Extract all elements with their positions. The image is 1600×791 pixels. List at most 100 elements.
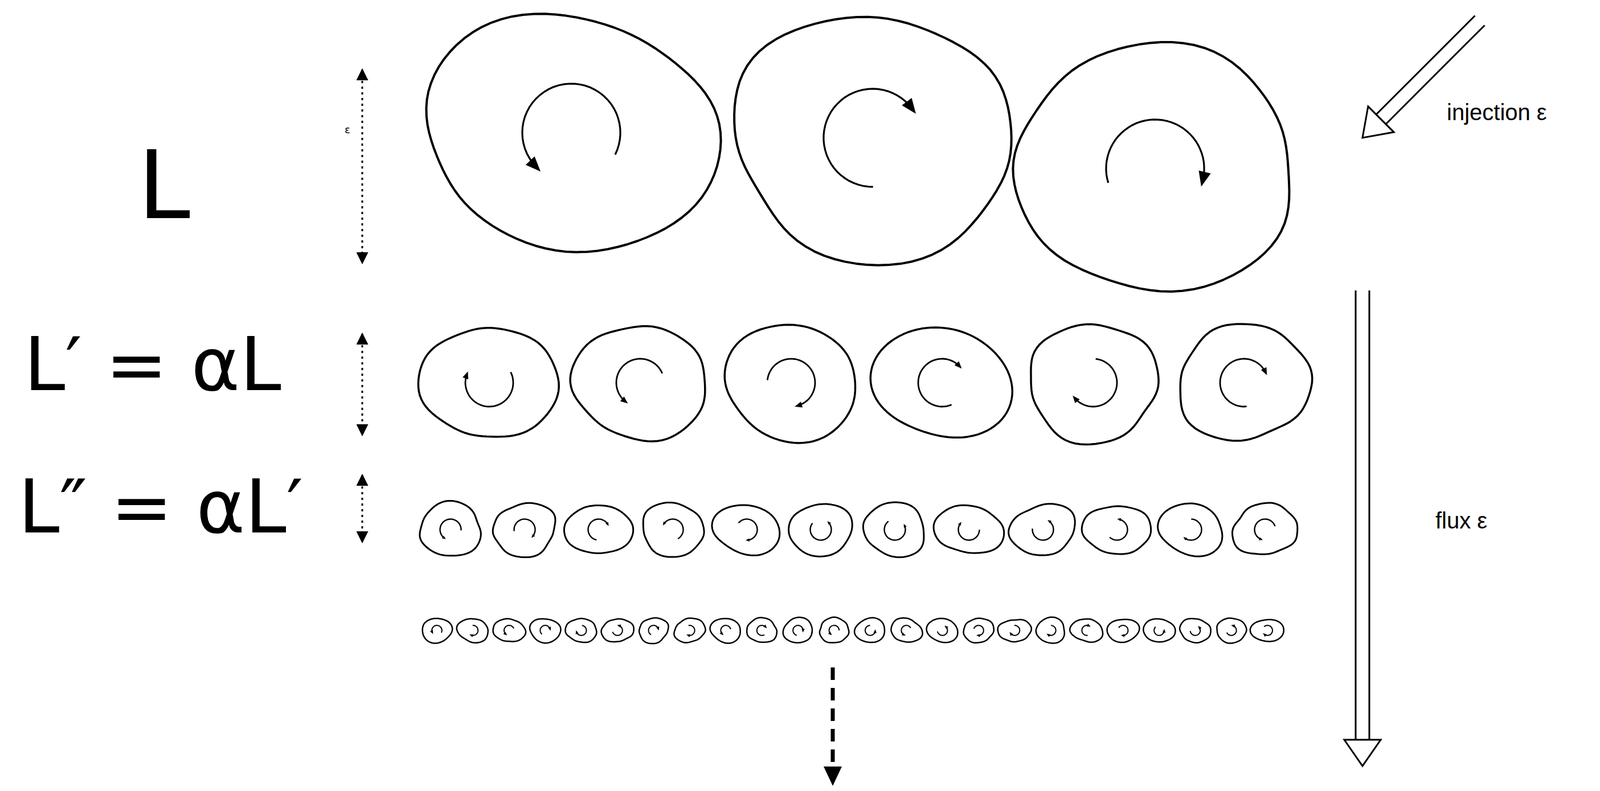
swirl-arrow-head	[1199, 170, 1211, 187]
swirl-arrow	[884, 521, 906, 540]
eddy-outline	[1107, 619, 1140, 643]
swirl-arrow-head	[976, 633, 981, 637]
eddy-outline	[854, 618, 885, 643]
eddy-outline	[563, 505, 633, 554]
swirl-arrow	[1106, 119, 1205, 183]
swirl-arrow-head	[1072, 395, 1080, 404]
eddy-outline	[418, 328, 559, 437]
eddy-outline	[1250, 619, 1284, 642]
eddy-outline	[711, 505, 780, 556]
flux-arrow	[1368, 290, 1371, 740]
eddy-outline	[997, 619, 1032, 642]
eddy-outline	[783, 617, 813, 644]
eddy-outline	[963, 618, 994, 644]
side-note: injection ε	[1446, 100, 1548, 124]
swirl-arrow-head	[547, 627, 551, 632]
swirl-arrow	[648, 625, 659, 635]
eddy-outline	[1036, 617, 1065, 644]
eddy-outline	[862, 502, 924, 558]
eddy-outline	[456, 619, 489, 644]
swirl-arrow-head	[1009, 632, 1013, 637]
swirl-arrow	[918, 358, 960, 407]
eddy-outline	[1008, 504, 1076, 556]
swirl-arrow-head	[503, 631, 508, 636]
eddy-outline	[788, 504, 853, 557]
swirl-arrow	[823, 88, 912, 187]
eddy-outline	[673, 618, 706, 644]
eddy-outline	[570, 326, 706, 442]
swirl-arrow	[471, 625, 478, 636]
stray-mark: ε	[344, 124, 351, 135]
swirl-arrow-head	[616, 624, 621, 628]
swirl-arrow-head	[794, 401, 803, 408]
swirl-arrow-head	[944, 625, 949, 629]
swirl-arrow-head	[442, 535, 446, 540]
eddy-outline	[710, 618, 741, 644]
swirl-arrow-head	[828, 631, 833, 636]
eddy-outline	[819, 617, 850, 644]
eddy-outline	[639, 618, 669, 644]
scale-equation: L″ = αL′	[18, 469, 304, 544]
flux-arrow	[1355, 290, 1357, 740]
injection-arrow	[1376, 15, 1475, 115]
eddy-outline	[601, 619, 634, 642]
eddy-outline	[492, 502, 556, 558]
eddy-outline	[1232, 502, 1298, 555]
swirl-arrow-head	[525, 156, 541, 172]
swirl-arrow-head	[954, 361, 963, 369]
swirl-arrow-head	[1046, 633, 1051, 638]
eddy-outline	[1081, 506, 1151, 555]
injection-arrow-head	[1362, 106, 1394, 138]
swirl-arrow	[865, 625, 876, 636]
eddy-outline	[1180, 324, 1313, 441]
swirl-arrow	[1154, 627, 1165, 636]
eddy-outline	[643, 502, 705, 558]
scale-arrow	[361, 69, 364, 264]
swirl-arrow-head	[801, 628, 805, 633]
eddy-outline	[419, 500, 481, 556]
swirl-arrow	[1109, 519, 1128, 541]
eddy-outline	[1179, 618, 1211, 643]
swirl-arrow-head	[1230, 624, 1235, 628]
eddy-outline	[422, 618, 453, 644]
swirl-arrow-head	[873, 629, 877, 634]
swirl-arrow	[1220, 358, 1266, 407]
swirl-arrow	[1254, 519, 1276, 540]
swirl-arrow	[1081, 625, 1090, 636]
swirl-arrow-head	[656, 626, 660, 631]
swirl-arrow-head	[469, 634, 474, 638]
swirl-arrow-head	[1162, 628, 1166, 633]
eddy-outline	[1216, 618, 1247, 644]
swirl-arrow-head	[1086, 623, 1091, 627]
eddy-outline	[1030, 324, 1159, 445]
dashed-arrow	[831, 667, 836, 767]
swirl-arrow-head	[605, 522, 609, 527]
scale-arrow	[361, 475, 364, 543]
eddy-outline	[1069, 619, 1103, 643]
eddy-outline	[565, 618, 597, 643]
eddy-outline	[724, 324, 855, 444]
swirl-arrow-head	[745, 538, 750, 542]
swirl-arrow-head	[1183, 537, 1188, 541]
swirl-arrow	[539, 625, 550, 634]
swirl-arrow-head	[1047, 520, 1052, 524]
swirl-arrow-head	[575, 630, 579, 635]
scale-symbol: L	[137, 138, 191, 233]
side-note: flux ε	[1435, 509, 1488, 533]
scale-equation: L′ = αL	[23, 327, 282, 402]
swirl-arrow	[663, 519, 683, 540]
eddy-outline	[1012, 42, 1289, 292]
eddy-outline	[529, 619, 562, 644]
eddy-outline	[926, 618, 959, 643]
swirl-arrow	[1074, 358, 1117, 407]
swirl-arrow-head	[903, 524, 907, 529]
swirl-arrow-head	[663, 521, 667, 526]
eddy-outline	[1157, 503, 1223, 557]
swirl-arrow	[514, 519, 536, 538]
swirl-arrow-head	[430, 629, 433, 634]
flux-arrow-head	[1344, 739, 1381, 767]
swirl-arrow-head	[1116, 518, 1121, 522]
eddy-outline	[746, 618, 777, 643]
swirl-arrow	[1263, 625, 1273, 636]
swirl-arrow	[1190, 627, 1201, 636]
